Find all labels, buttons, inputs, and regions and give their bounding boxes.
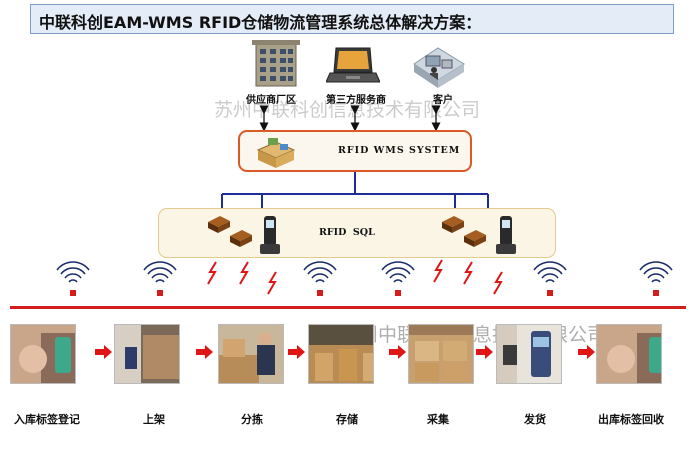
step-photo-sorting — [218, 324, 284, 384]
node-label-customer: 客户 — [433, 95, 453, 106]
step-photo-shelving — [114, 324, 180, 384]
flow-arrow-icon — [288, 345, 305, 359]
step-label-sorting: 分拣 — [241, 413, 263, 426]
step-photo-tag-register — [10, 324, 76, 384]
rfid-reader-icon — [208, 216, 230, 233]
flow-arrow-layer — [95, 345, 595, 359]
diagram-title: 中联科创EAM-WMS RFID仓储物流管理系统总体解决方案： — [39, 13, 482, 32]
step-label-tag-register: 入库标签登记 — [14, 413, 80, 426]
step-photo-storage — [308, 324, 374, 384]
flow-arrow-icon — [476, 345, 493, 359]
step-label-tag-recycle: 出库标签回收 — [598, 413, 664, 426]
rfid-sql-box: RFID SQL — [158, 208, 556, 258]
system-label: RFID WMS SYSTEM — [338, 145, 461, 156]
handheld-terminal-icon — [260, 216, 280, 254]
lightning-bolt-icon — [267, 271, 277, 295]
step-label-shipping: 发货 — [524, 413, 546, 426]
watermark-top: 苏州中联科创信息技术有限公司 — [214, 99, 481, 121]
lightning-bolt-icon — [207, 261, 217, 285]
lightning-bolt-icon — [463, 261, 473, 285]
lightning-bolt-icon — [493, 271, 503, 295]
step-photo-collection — [408, 324, 474, 384]
step-label-storage: 存储 — [336, 413, 358, 426]
rfid-reader-icon — [442, 216, 464, 233]
laptop-icon — [326, 47, 380, 83]
title-bar: 中联科创EAM-WMS RFID仓储物流管理系统总体解决方案： — [30, 4, 674, 34]
rfid-reader-icon — [230, 230, 252, 247]
server-stack-icon — [256, 138, 296, 168]
wireless-signal-icon — [143, 261, 177, 297]
lightning-bolt-icon — [239, 261, 249, 285]
step-label-collection: 采集 — [427, 413, 449, 426]
flow-arrow-icon — [95, 345, 112, 359]
flow-arrow-icon — [389, 345, 406, 359]
lightning-bolt-icon — [433, 259, 443, 283]
handheld-terminal-icon — [496, 216, 516, 254]
flow-arrow-icon — [578, 345, 595, 359]
wireless-signal-icon — [56, 261, 90, 297]
signal-layer — [56, 259, 673, 297]
step-label-shelving: 上架 — [143, 413, 165, 426]
customer-office-icon — [413, 47, 465, 88]
node-label-third-party: 第三方服务商 — [326, 95, 386, 106]
divider-line — [10, 306, 686, 309]
flow-arrow-icon — [196, 345, 213, 359]
rfid-wms-system-box: RFID WMS SYSTEM — [238, 130, 472, 172]
step-photo-shipping — [496, 324, 562, 384]
network-label: RFID SQL — [319, 227, 375, 238]
network-bus — [221, 172, 489, 210]
wireless-signal-icon — [639, 261, 673, 297]
building-icon — [252, 40, 300, 87]
step-photo-tag-recycle — [596, 324, 662, 384]
node-label-supplier: 供应商厂区 — [246, 95, 296, 106]
wireless-signal-icon — [381, 261, 415, 297]
wireless-signal-icon — [533, 261, 567, 297]
rfid-reader-icon — [464, 230, 486, 247]
wireless-signal-icon — [303, 261, 337, 297]
